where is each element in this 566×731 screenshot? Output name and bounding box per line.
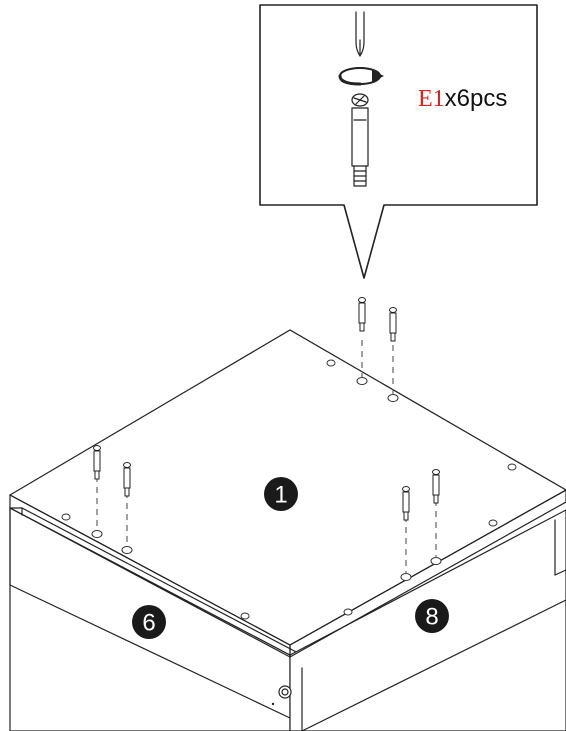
- callout-bubble: [259, 4, 538, 279]
- dowels: [93, 297, 440, 521]
- part-quantity-label: E1x6pcs: [418, 85, 507, 112]
- dowel-6: [432, 469, 440, 504]
- dowel-4: [123, 462, 131, 497]
- panel-number-top: 1: [274, 482, 287, 509]
- dowel-2: [389, 307, 397, 342]
- part-code: E1: [418, 86, 445, 112]
- top-holes: [61, 359, 517, 620]
- dowel-placements: [91, 340, 442, 581]
- dowel-5: [402, 486, 410, 521]
- cam-hole: [271, 685, 292, 706]
- panel-badge-top: 1: [264, 477, 298, 511]
- dowel-3: [93, 445, 101, 480]
- cam-dowel-icon: [351, 93, 369, 187]
- part-quantity: x6pcs: [445, 85, 508, 112]
- panel-badge-right: 8: [415, 599, 449, 633]
- panel-number-left: 6: [142, 610, 155, 637]
- panel-badge-left: 6: [132, 605, 166, 639]
- screwdriver-icon: [355, 11, 365, 57]
- dowel-1: [358, 297, 366, 332]
- panel-number-right: 8: [425, 604, 438, 631]
- rotate-arrow-icon: [338, 67, 384, 86]
